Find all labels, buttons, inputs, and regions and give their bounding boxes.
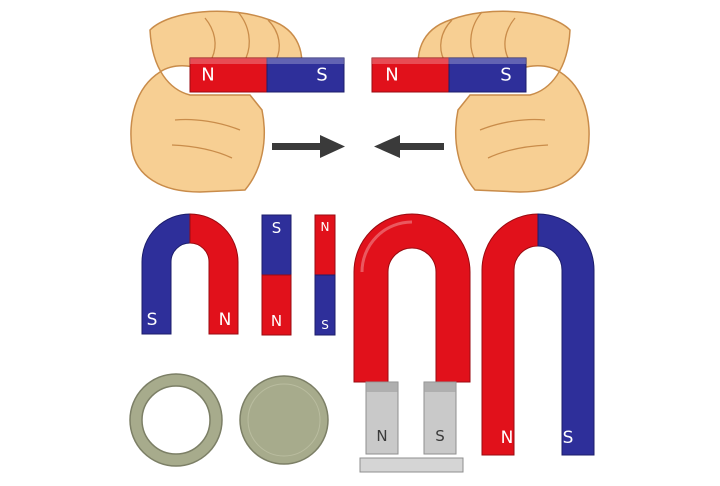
north-pole-segment	[189, 57, 268, 93]
steel-tip-right	[423, 381, 457, 455]
north-pole-label: N	[376, 427, 387, 445]
south-pole-label: S	[435, 427, 445, 445]
north-pole-segment	[371, 57, 450, 93]
south-pole-label: S	[316, 65, 327, 86]
south-pole-label: S	[563, 428, 574, 448]
keeper-bar	[359, 457, 464, 473]
north-pole-label: N	[385, 65, 398, 86]
left-hand-icon	[130, 10, 303, 193]
north-pole-label: N	[321, 220, 330, 234]
south-pole-label: S	[500, 65, 511, 86]
south-pole-segment	[266, 57, 345, 93]
small-bar-magnet-1: S N	[261, 214, 292, 336]
right-hand-icon	[417, 10, 590, 193]
tall-u-magnet: N S	[481, 213, 595, 456]
horseshoe-magnet: N S	[353, 213, 471, 473]
north-pole-label: N	[501, 428, 514, 448]
arrow-left-icon	[374, 135, 444, 158]
north-pole-label: N	[219, 310, 232, 330]
south-pole-segment	[448, 57, 527, 93]
north-pole-label: N	[201, 65, 214, 86]
south-pole-label: S	[321, 318, 329, 332]
small-u-magnet: S N	[141, 213, 239, 335]
arrow-right-icon	[272, 135, 345, 158]
bar-magnet-right: N S	[371, 57, 527, 93]
small-bar-magnet-2: N S	[314, 214, 336, 336]
south-pole-label: S	[272, 219, 282, 237]
north-pole-label: N	[271, 312, 282, 330]
disc-magnet	[239, 375, 329, 465]
bar-magnet-left: N S	[189, 57, 345, 93]
south-pole-label: S	[147, 310, 158, 330]
ring-magnet	[129, 373, 223, 467]
steel-tip-left	[365, 381, 399, 455]
